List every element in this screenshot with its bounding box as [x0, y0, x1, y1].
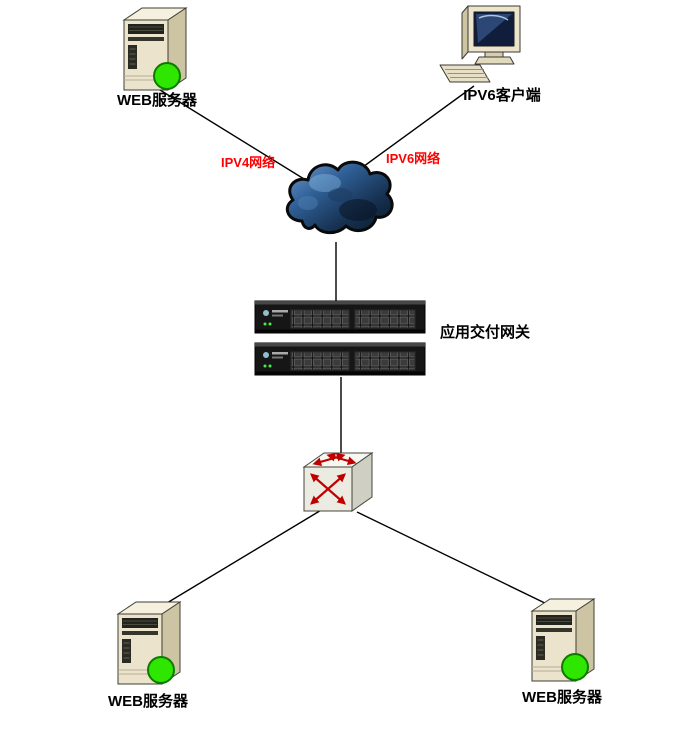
switch-icon	[304, 453, 372, 511]
web-server-icon-bottom-right	[531, 598, 595, 682]
label-app-delivery-gateway: 应用交付网关	[440, 324, 531, 341]
label-web-server-bottom-right: WEB服务器	[522, 689, 602, 706]
gateway-appliance-icon-top	[254, 300, 426, 334]
label-web-server-bottom-left: WEB服务器	[108, 693, 188, 710]
connection-lines	[151, 85, 552, 613]
ipv6-client-computer-icon	[439, 5, 521, 83]
label-ipv6-client: IPV6客户端	[463, 87, 541, 104]
web-server-icon-bottom-left	[117, 601, 181, 685]
connection-line	[356, 511, 552, 607]
label-web-server-top: WEB服务器	[117, 92, 197, 109]
label-ipv6-network: IPV6网络	[386, 151, 441, 166]
connection-line	[159, 89, 318, 188]
connection-line	[151, 508, 324, 613]
connection-line	[355, 85, 475, 173]
web-server-icon-top	[123, 7, 187, 91]
label-ipv4-network: IPV4网络	[221, 155, 276, 170]
gateway-appliance-icon-bottom	[254, 342, 426, 376]
internet-cloud-icon	[285, 160, 394, 235]
